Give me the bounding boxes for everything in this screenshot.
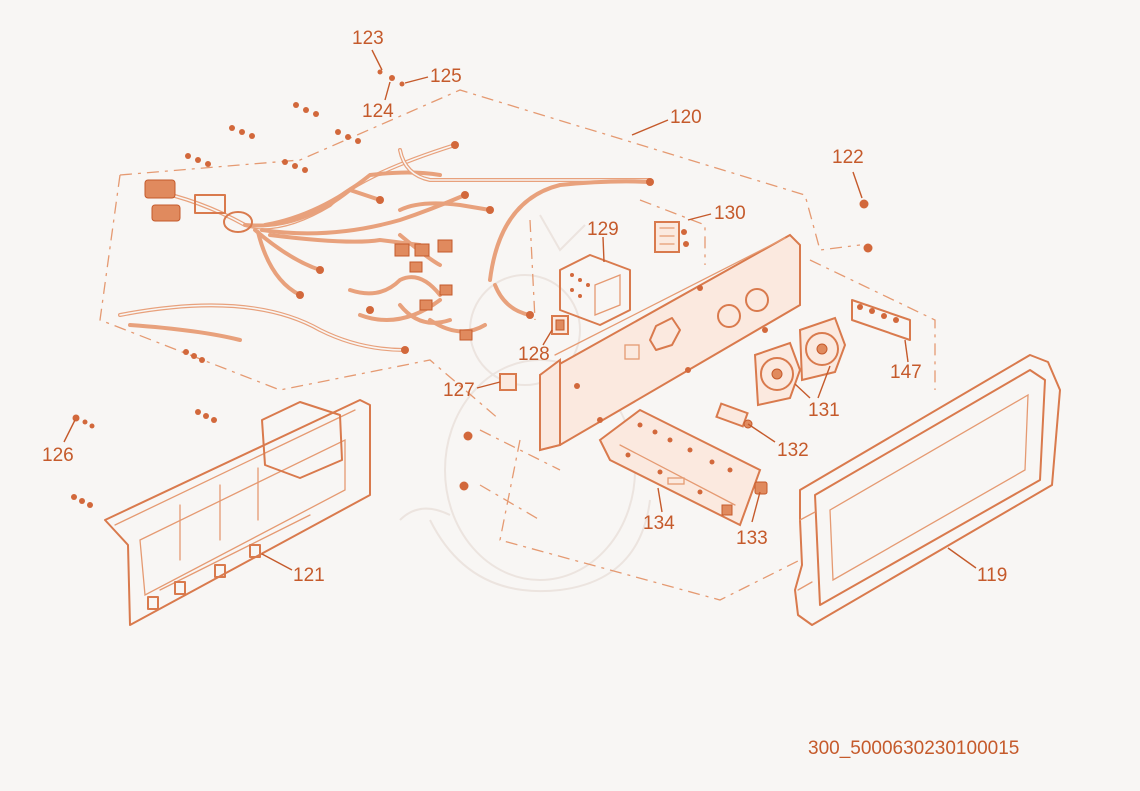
callout-129: 129: [587, 219, 619, 240]
drawing-identifier: 300_5000630230100015: [808, 738, 1019, 759]
callout-121: 121: [293, 565, 325, 586]
front-trim-tray: [104, 399, 371, 626]
wiring-harness: [118, 141, 654, 354]
side-frame: [794, 354, 1061, 626]
callout-124: 124: [362, 101, 394, 122]
callout-128: 128: [518, 344, 550, 365]
callout-147: 147: [890, 362, 922, 383]
callout-122: 122: [832, 147, 864, 168]
callout-133: 133: [736, 528, 768, 549]
callout-130: 130: [714, 203, 746, 224]
callout-labels: 123 124 125 120 122 130 129 128 127 147 …: [42, 28, 1007, 586]
small-components: [499, 221, 689, 391]
callout-120: 120: [670, 107, 702, 128]
lower-circuit-board: [598, 408, 768, 527]
loose-fasteners: [71, 69, 873, 508]
callout-126: 126: [42, 445, 74, 466]
control-panel: [539, 233, 801, 452]
receptacles: [753, 316, 847, 407]
leader-lines: [63, 49, 977, 571]
callout-125: 125: [430, 66, 462, 87]
assembly-boundaries: [99, 89, 936, 601]
callout-119: 119: [977, 565, 1007, 586]
callout-134: 134: [643, 513, 675, 534]
callout-131: 131: [808, 400, 840, 421]
callout-123: 123: [352, 28, 384, 49]
callout-132: 132: [777, 440, 809, 461]
callout-127: 127: [443, 380, 475, 401]
